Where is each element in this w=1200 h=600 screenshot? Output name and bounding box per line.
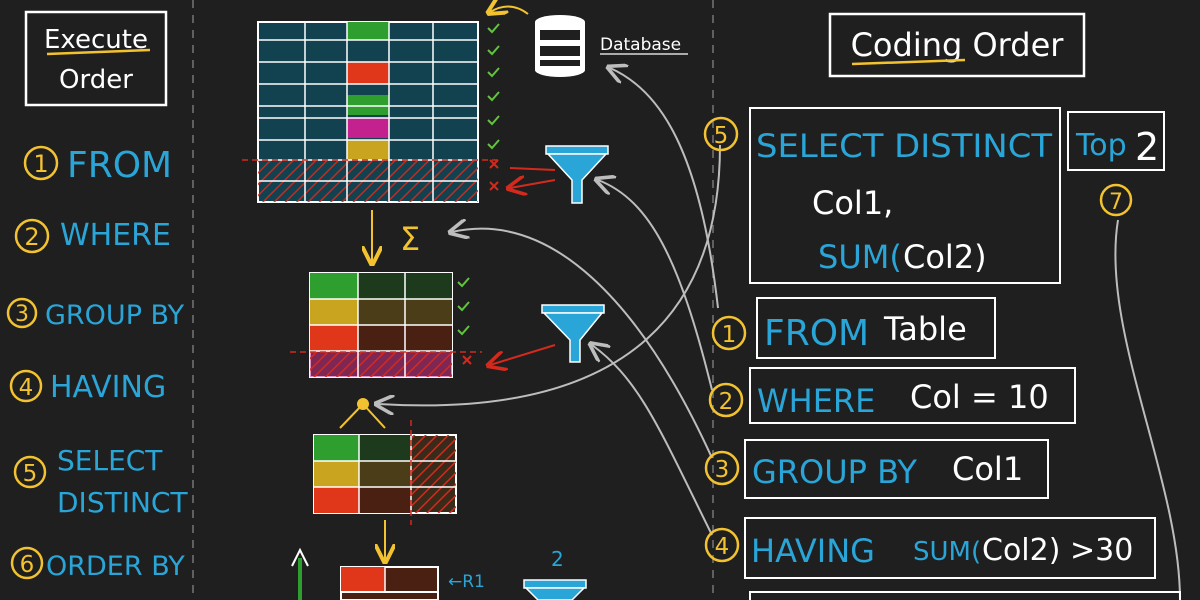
- having-sum-fn: SUM(: [913, 537, 981, 567]
- select-col1: Col1,: [812, 184, 893, 222]
- from-to-database-arrow: [610, 68, 719, 309]
- sigma-icon: Σ: [400, 220, 420, 258]
- execute-order-panel: Execute Order 1 FROM 2 WHERE 3 GROUP BY …: [6, 10, 188, 582]
- step-5-label2: DISTINCT: [57, 486, 188, 519]
- coding-order-box: [828, 12, 1086, 78]
- where-block: [749, 367, 1076, 424]
- step-1-label: FROM: [67, 145, 172, 186]
- code-step-7-number: 7: [1109, 190, 1123, 215]
- from-block: [756, 297, 996, 359]
- step-4-number: 4: [19, 375, 34, 401]
- cell-yellow: [347, 140, 389, 160]
- code-step-3-number: 3: [715, 457, 730, 483]
- row-marker-r1: ←R1: [448, 572, 485, 592]
- code-step-4-circle: [704, 527, 740, 563]
- step-1-number: 1: [33, 150, 48, 178]
- check-marks: [457, 23, 500, 336]
- filter-arrow-2: [509, 167, 556, 171]
- select-distinct-keyword: SELECT DISTINCT: [756, 127, 1052, 165]
- group-by-keyword: GROUP BY: [752, 453, 917, 491]
- code-step-1-number: 1: [722, 322, 737, 348]
- code-step-3-circle: [704, 450, 740, 486]
- cell-green: [347, 22, 389, 40]
- filter-funnel-icon: [545, 145, 609, 204]
- code-step-5-circle: [703, 116, 739, 152]
- execute-title-line2: Order: [59, 65, 133, 95]
- having-value: Col2) >30: [982, 533, 1133, 568]
- where-value: Col = 10: [910, 378, 1049, 416]
- db-to-table-arrow: [490, 6, 529, 14]
- execute-title-underline: [46, 48, 151, 56]
- execute-order-box: [24, 10, 168, 107]
- step-2-label: WHERE: [60, 218, 171, 253]
- having-arrow: [490, 344, 556, 365]
- top-count-label: 2: [551, 547, 564, 571]
- filter-arrow: [510, 180, 556, 188]
- step-3-circle: [6, 297, 38, 329]
- code-step-4-number: 4: [715, 534, 730, 560]
- groupby-to-sigma-arrow: [452, 229, 713, 459]
- select-sum-fn: SUM(: [818, 238, 902, 276]
- step-5-number: 5: [23, 461, 38, 487]
- order-table: [340, 566, 439, 600]
- top-funnel-icon: [523, 579, 587, 600]
- database-icon: [535, 15, 585, 77]
- top-block: [1067, 111, 1165, 171]
- step-3-number: 3: [15, 302, 29, 327]
- step-6-circle: [10, 546, 44, 580]
- from-keyword: FROM: [764, 313, 869, 354]
- having-to-funnel-arrow: [592, 345, 713, 536]
- group-by-value: Col1: [952, 450, 1023, 488]
- step-6-label: ORDER BY: [46, 551, 185, 582]
- coding-order-title: Coding Order: [851, 26, 1065, 64]
- step-2-number: 2: [24, 223, 39, 251]
- database-label: Database: [600, 35, 681, 55]
- code-step-7-circle: [1099, 183, 1133, 217]
- from-value: Table: [883, 310, 967, 348]
- execution-flow-panel: Database Σ: [242, 6, 688, 600]
- top-to-bottom-arrow: [1114, 219, 1181, 600]
- x-marks: [462, 159, 499, 365]
- step-5-circle: [13, 455, 47, 489]
- code-step-1-circle: [711, 315, 747, 351]
- select-split-icon: [339, 398, 386, 429]
- code-step-2-circle: [708, 382, 744, 418]
- step-4-label: HAVING: [50, 370, 166, 405]
- connector-arrows: [378, 68, 1181, 600]
- grouped-table: [290, 272, 482, 378]
- step-2-circle: [14, 218, 50, 254]
- step-1-circle: [23, 145, 59, 181]
- having-funnel-icon: [541, 304, 605, 363]
- step-6-number: 6: [20, 552, 35, 578]
- top-keyword: Top: [1075, 128, 1127, 163]
- where-keyword: WHERE: [757, 382, 875, 420]
- step-5-label: SELECT: [57, 444, 163, 477]
- select-to-split-arrow: [378, 144, 721, 405]
- having-keyword: HAVING: [751, 532, 875, 570]
- order-by-block: [749, 591, 1181, 600]
- coding-order-panel: Coding Order 5 SELECT DISTINCT Col1, SUM…: [703, 12, 1181, 600]
- where-to-filter-arrow: [598, 180, 713, 391]
- sort-arrow-head: [291, 547, 309, 567]
- source-table: [242, 21, 500, 203]
- select-table: [313, 420, 457, 525]
- top-value: 2: [1135, 125, 1159, 169]
- coding-title-underline: [851, 58, 966, 66]
- select-sum-arg: Col2): [903, 238, 987, 276]
- step-3-label: GROUP BY: [45, 300, 185, 331]
- cell-magenta: [347, 118, 389, 138]
- code-step-5-number: 5: [714, 123, 729, 149]
- code-step-2-number: 2: [719, 389, 734, 415]
- step-4-circle: [9, 369, 43, 403]
- group-by-block: [744, 439, 1049, 499]
- cell-red: [347, 62, 389, 84]
- having-block: [744, 517, 1156, 579]
- select-block: [749, 107, 1061, 284]
- cell-green-2: [347, 95, 389, 115]
